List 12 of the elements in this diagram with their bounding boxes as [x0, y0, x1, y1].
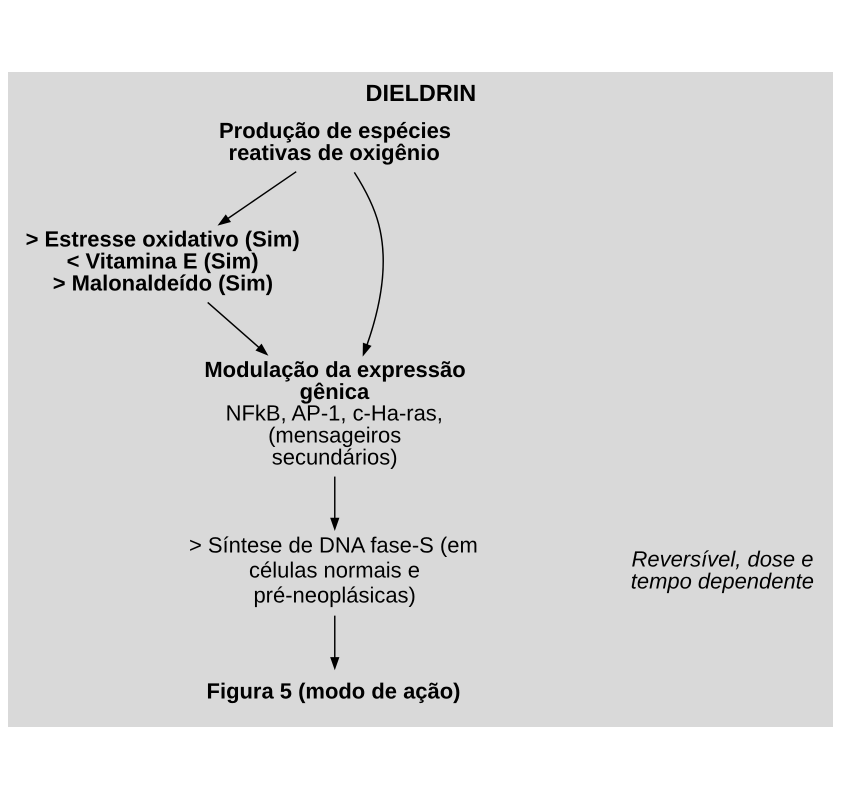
label: Reversível, dose e tempo dependente: [630, 546, 814, 594]
node-text: > Estresse oxidativo (Sim) < Vitamina E (Sim) > Malonaldeído (Sim): [26, 226, 300, 296]
arrow: [354, 172, 384, 357]
arrow: [330, 616, 340, 670]
node-text: Produção de espécies reativas de oxigênio: [219, 118, 452, 165]
arrow: [330, 476, 340, 531]
arrow: [218, 171, 297, 226]
arrow: [207, 302, 268, 356]
node-text: > Síntese de DNA fase-S (em células normais e pré-neoplásicas): [188, 532, 478, 608]
node-text: Modulação da expressão gênica NFkB, AP-1, c-Ha-ras, (mensageiros secundários): [204, 356, 466, 470]
node-text: Figura 5 (modo de ação): [206, 678, 460, 704]
diagram-title: DIELDRIN: [366, 80, 476, 106]
